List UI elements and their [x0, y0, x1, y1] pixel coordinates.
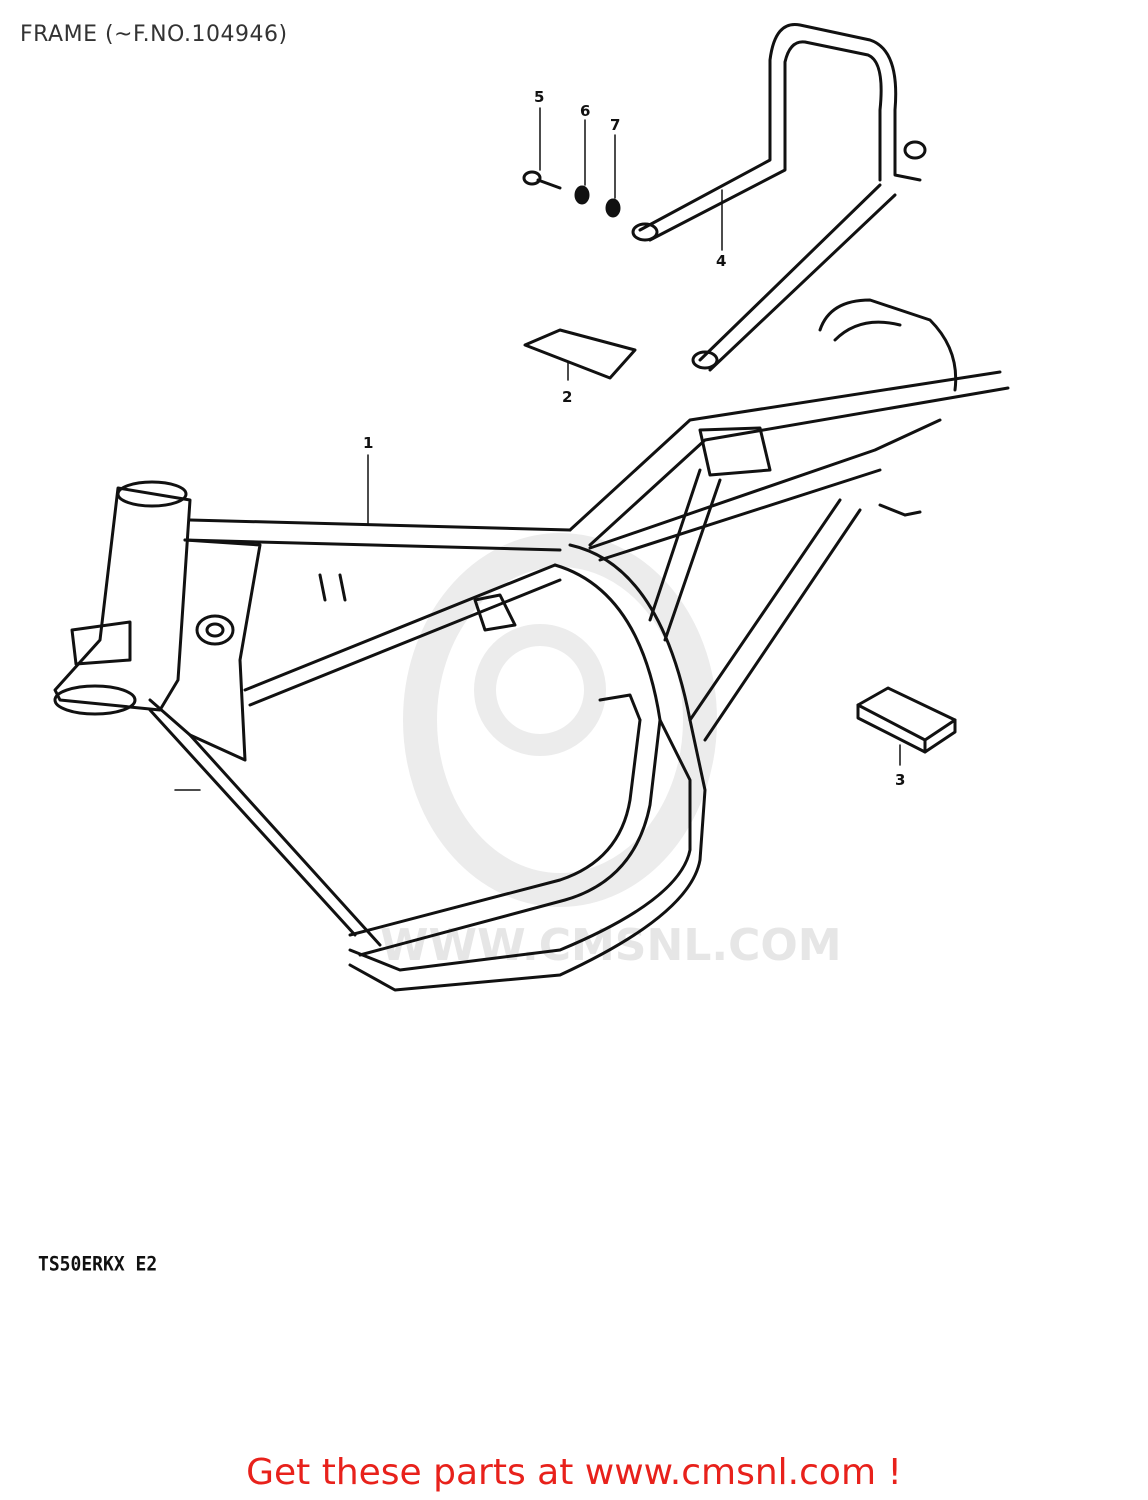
page-title: FRAME (~F.NO.104946) — [20, 22, 288, 47]
model-code: TS50ERKX E2 — [38, 1252, 158, 1277]
pad-part-3 — [856, 686, 957, 754]
callout-2: 2 — [562, 388, 572, 406]
callout-1: 1 — [363, 434, 373, 452]
callout-4: 4 — [716, 252, 726, 270]
plate-part-2 — [523, 328, 637, 380]
grab-rail-part-4 — [631, 22, 927, 372]
callout-5: 5 — [534, 88, 544, 106]
callout-7: 7 — [610, 116, 620, 134]
callout-6: 6 — [580, 102, 590, 120]
main-frame — [53, 298, 1010, 992]
nut-part-7 — [605, 198, 621, 218]
callout-3: 3 — [895, 771, 905, 789]
washer-part-6 — [574, 185, 590, 205]
footer-parts-link[interactable]: Get these parts at www.cmsnl.com ! — [246, 1452, 902, 1493]
leader-lines — [174, 107, 901, 791]
bolt-part-5 — [522, 170, 562, 190]
